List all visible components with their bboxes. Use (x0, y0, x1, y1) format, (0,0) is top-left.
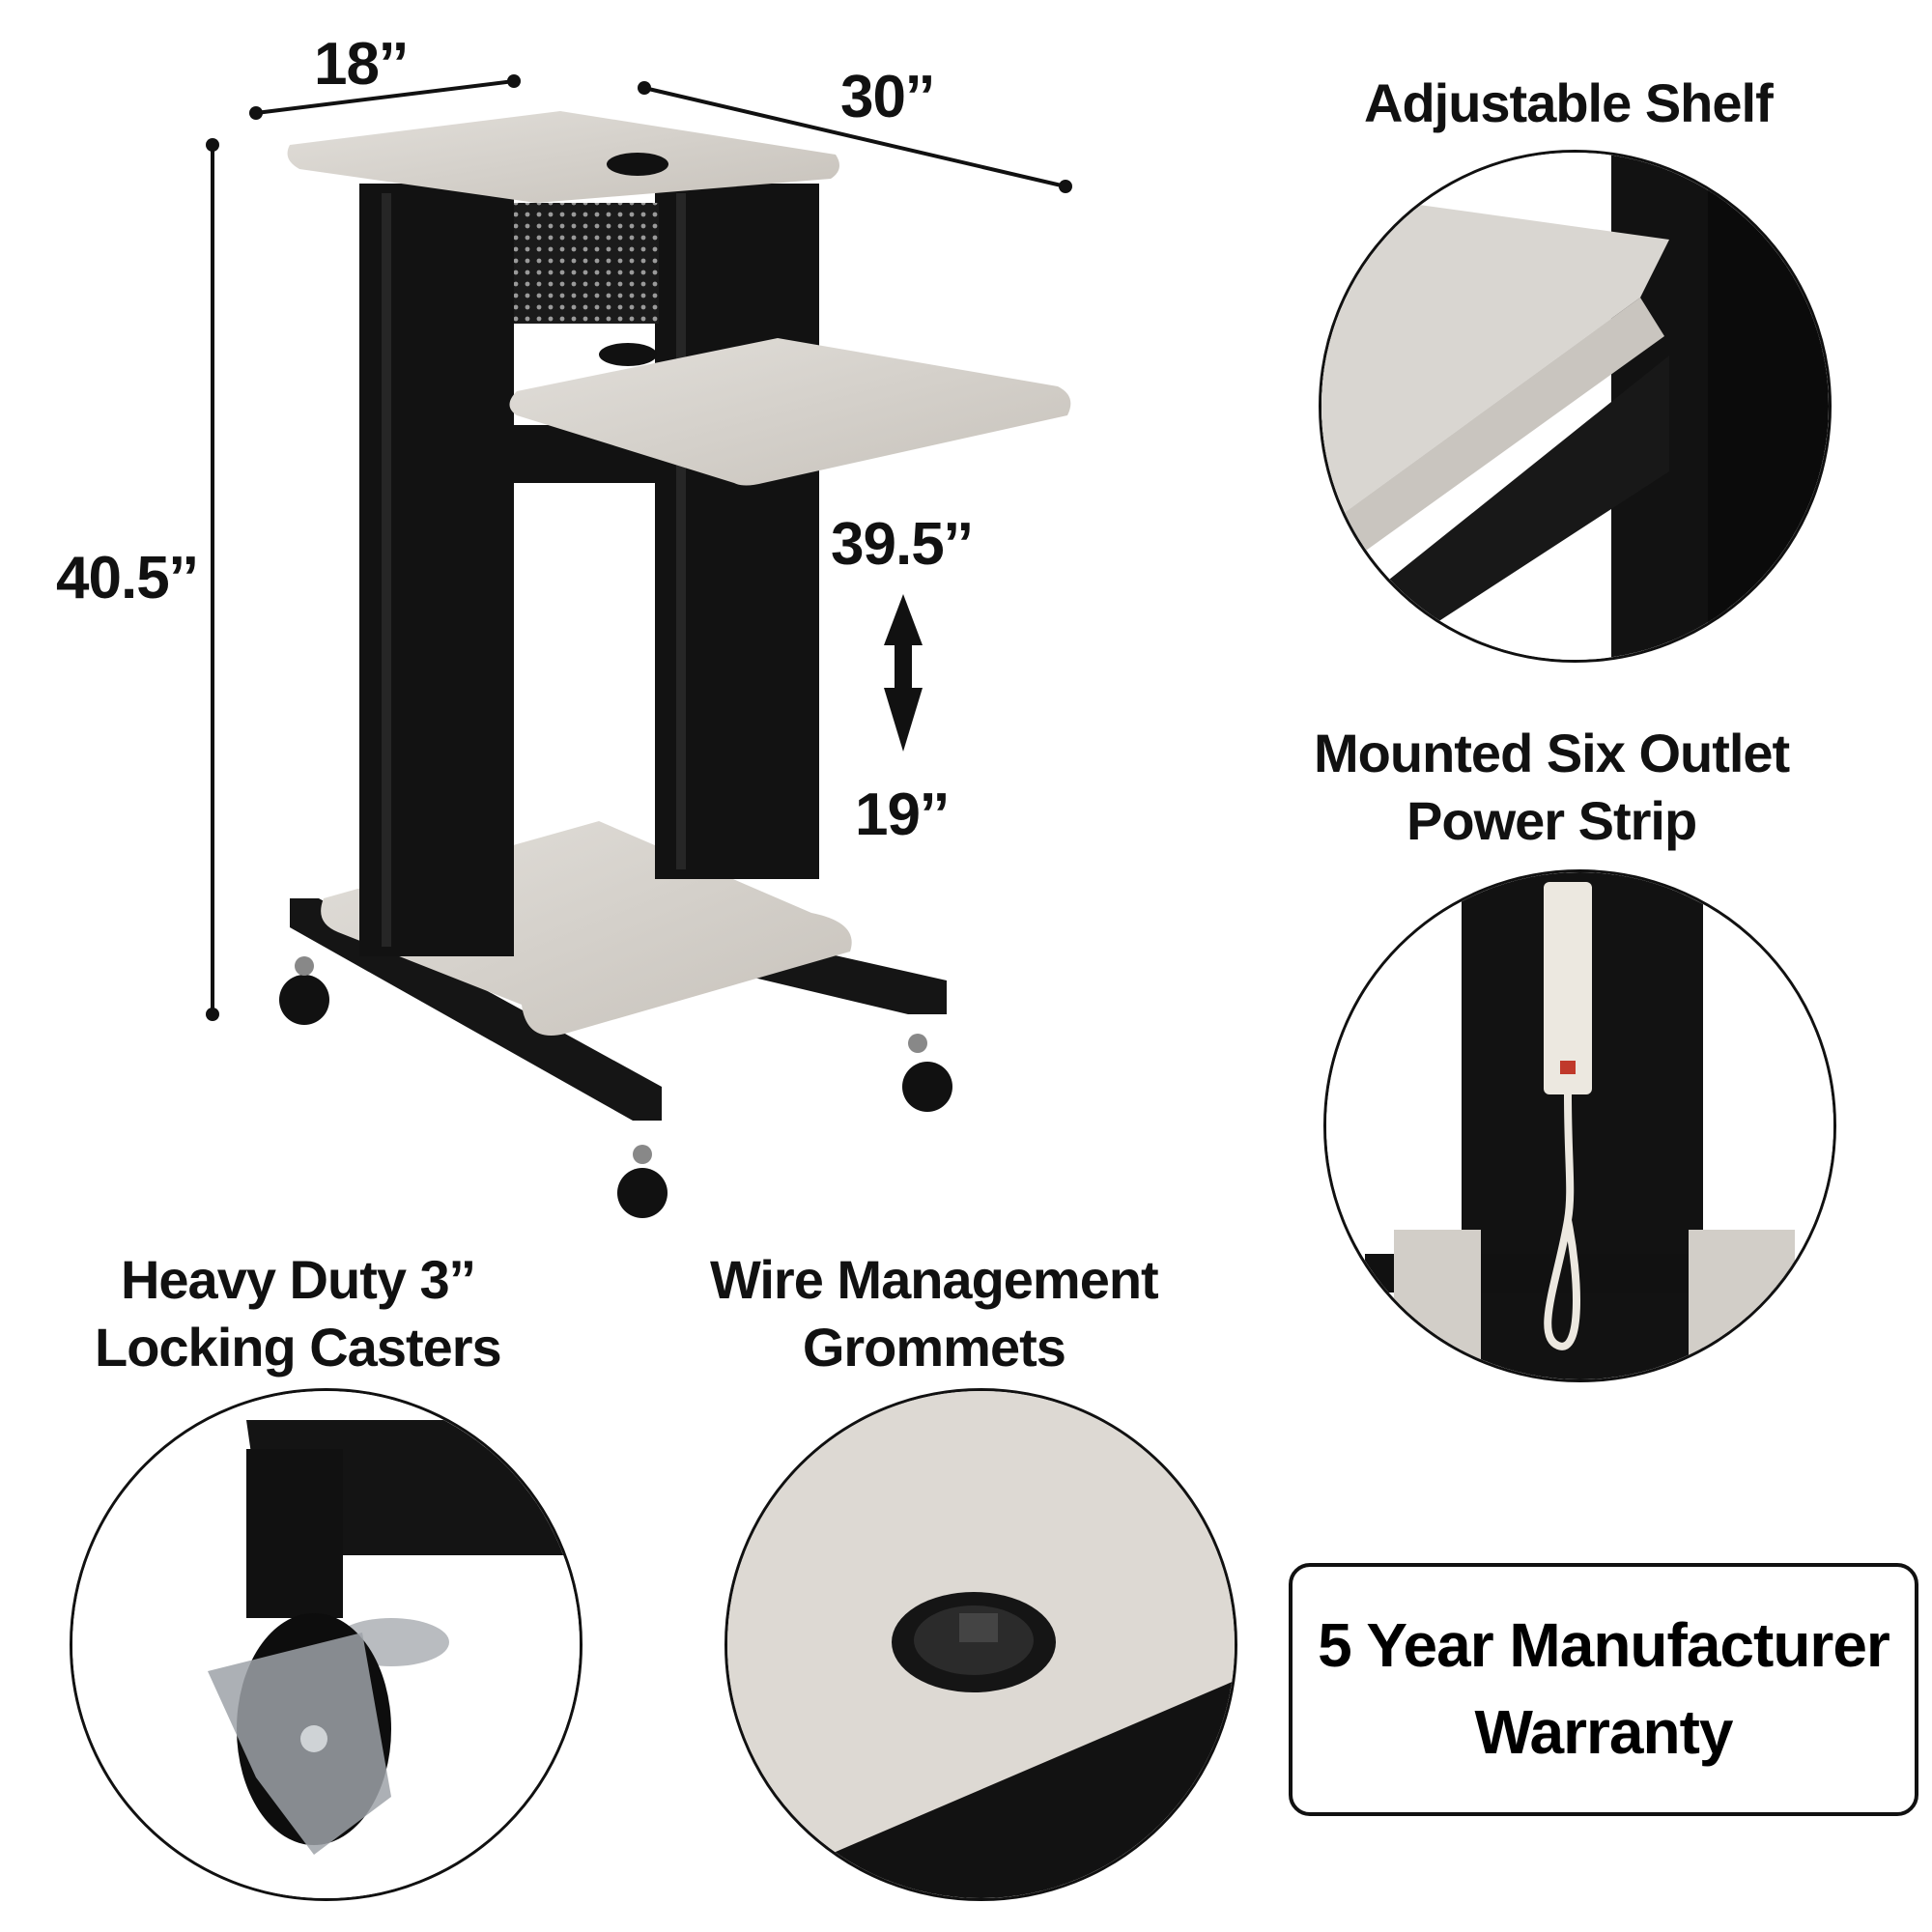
adjustable-shelf-caption: Adjustable Shelf (1364, 72, 1774, 133)
double-arrow-icon (884, 594, 923, 752)
casters-caption: Heavy Duty 3’’ Locking Casters (95, 1246, 502, 1381)
adjustable-shelf-detail-image (1319, 150, 1832, 663)
power-strip-caption-line2: Power Strip (1406, 790, 1697, 851)
grommets-caption-line2: Grommets (802, 1317, 1066, 1378)
casters-caption-line2: Locking Casters (95, 1317, 502, 1378)
casters-detail-image (70, 1388, 582, 1901)
warranty-line2: Warranty (1474, 1697, 1733, 1767)
casters-caption-line1: Heavy Duty 3’’ (120, 1249, 476, 1310)
shelf-max-height-label: 39.5’’ (831, 511, 974, 578)
power-strip-caption-line1: Mounted Six Outlet (1314, 723, 1790, 783)
width-dimension-label: 30’’ (840, 64, 935, 130)
depth-dimension-label: 18’’ (314, 31, 409, 98)
shelf-min-height-label: 19’’ (855, 781, 950, 848)
grommets-detail-image (724, 1388, 1237, 1901)
height-dimension-label: 40.5’’ (56, 545, 199, 611)
grommets-caption-line1: Wire Management (710, 1249, 1159, 1310)
power-strip-caption: Mounted Six Outlet Power Strip (1314, 720, 1790, 855)
warranty-badge: 5 Year Manufacturer Warranty (1289, 1563, 1918, 1816)
warranty-line1: 5 Year Manufacturer (1318, 1610, 1890, 1681)
grommets-caption: Wire Management Grommets (710, 1246, 1159, 1381)
power-strip-detail-image (1323, 869, 1836, 1382)
